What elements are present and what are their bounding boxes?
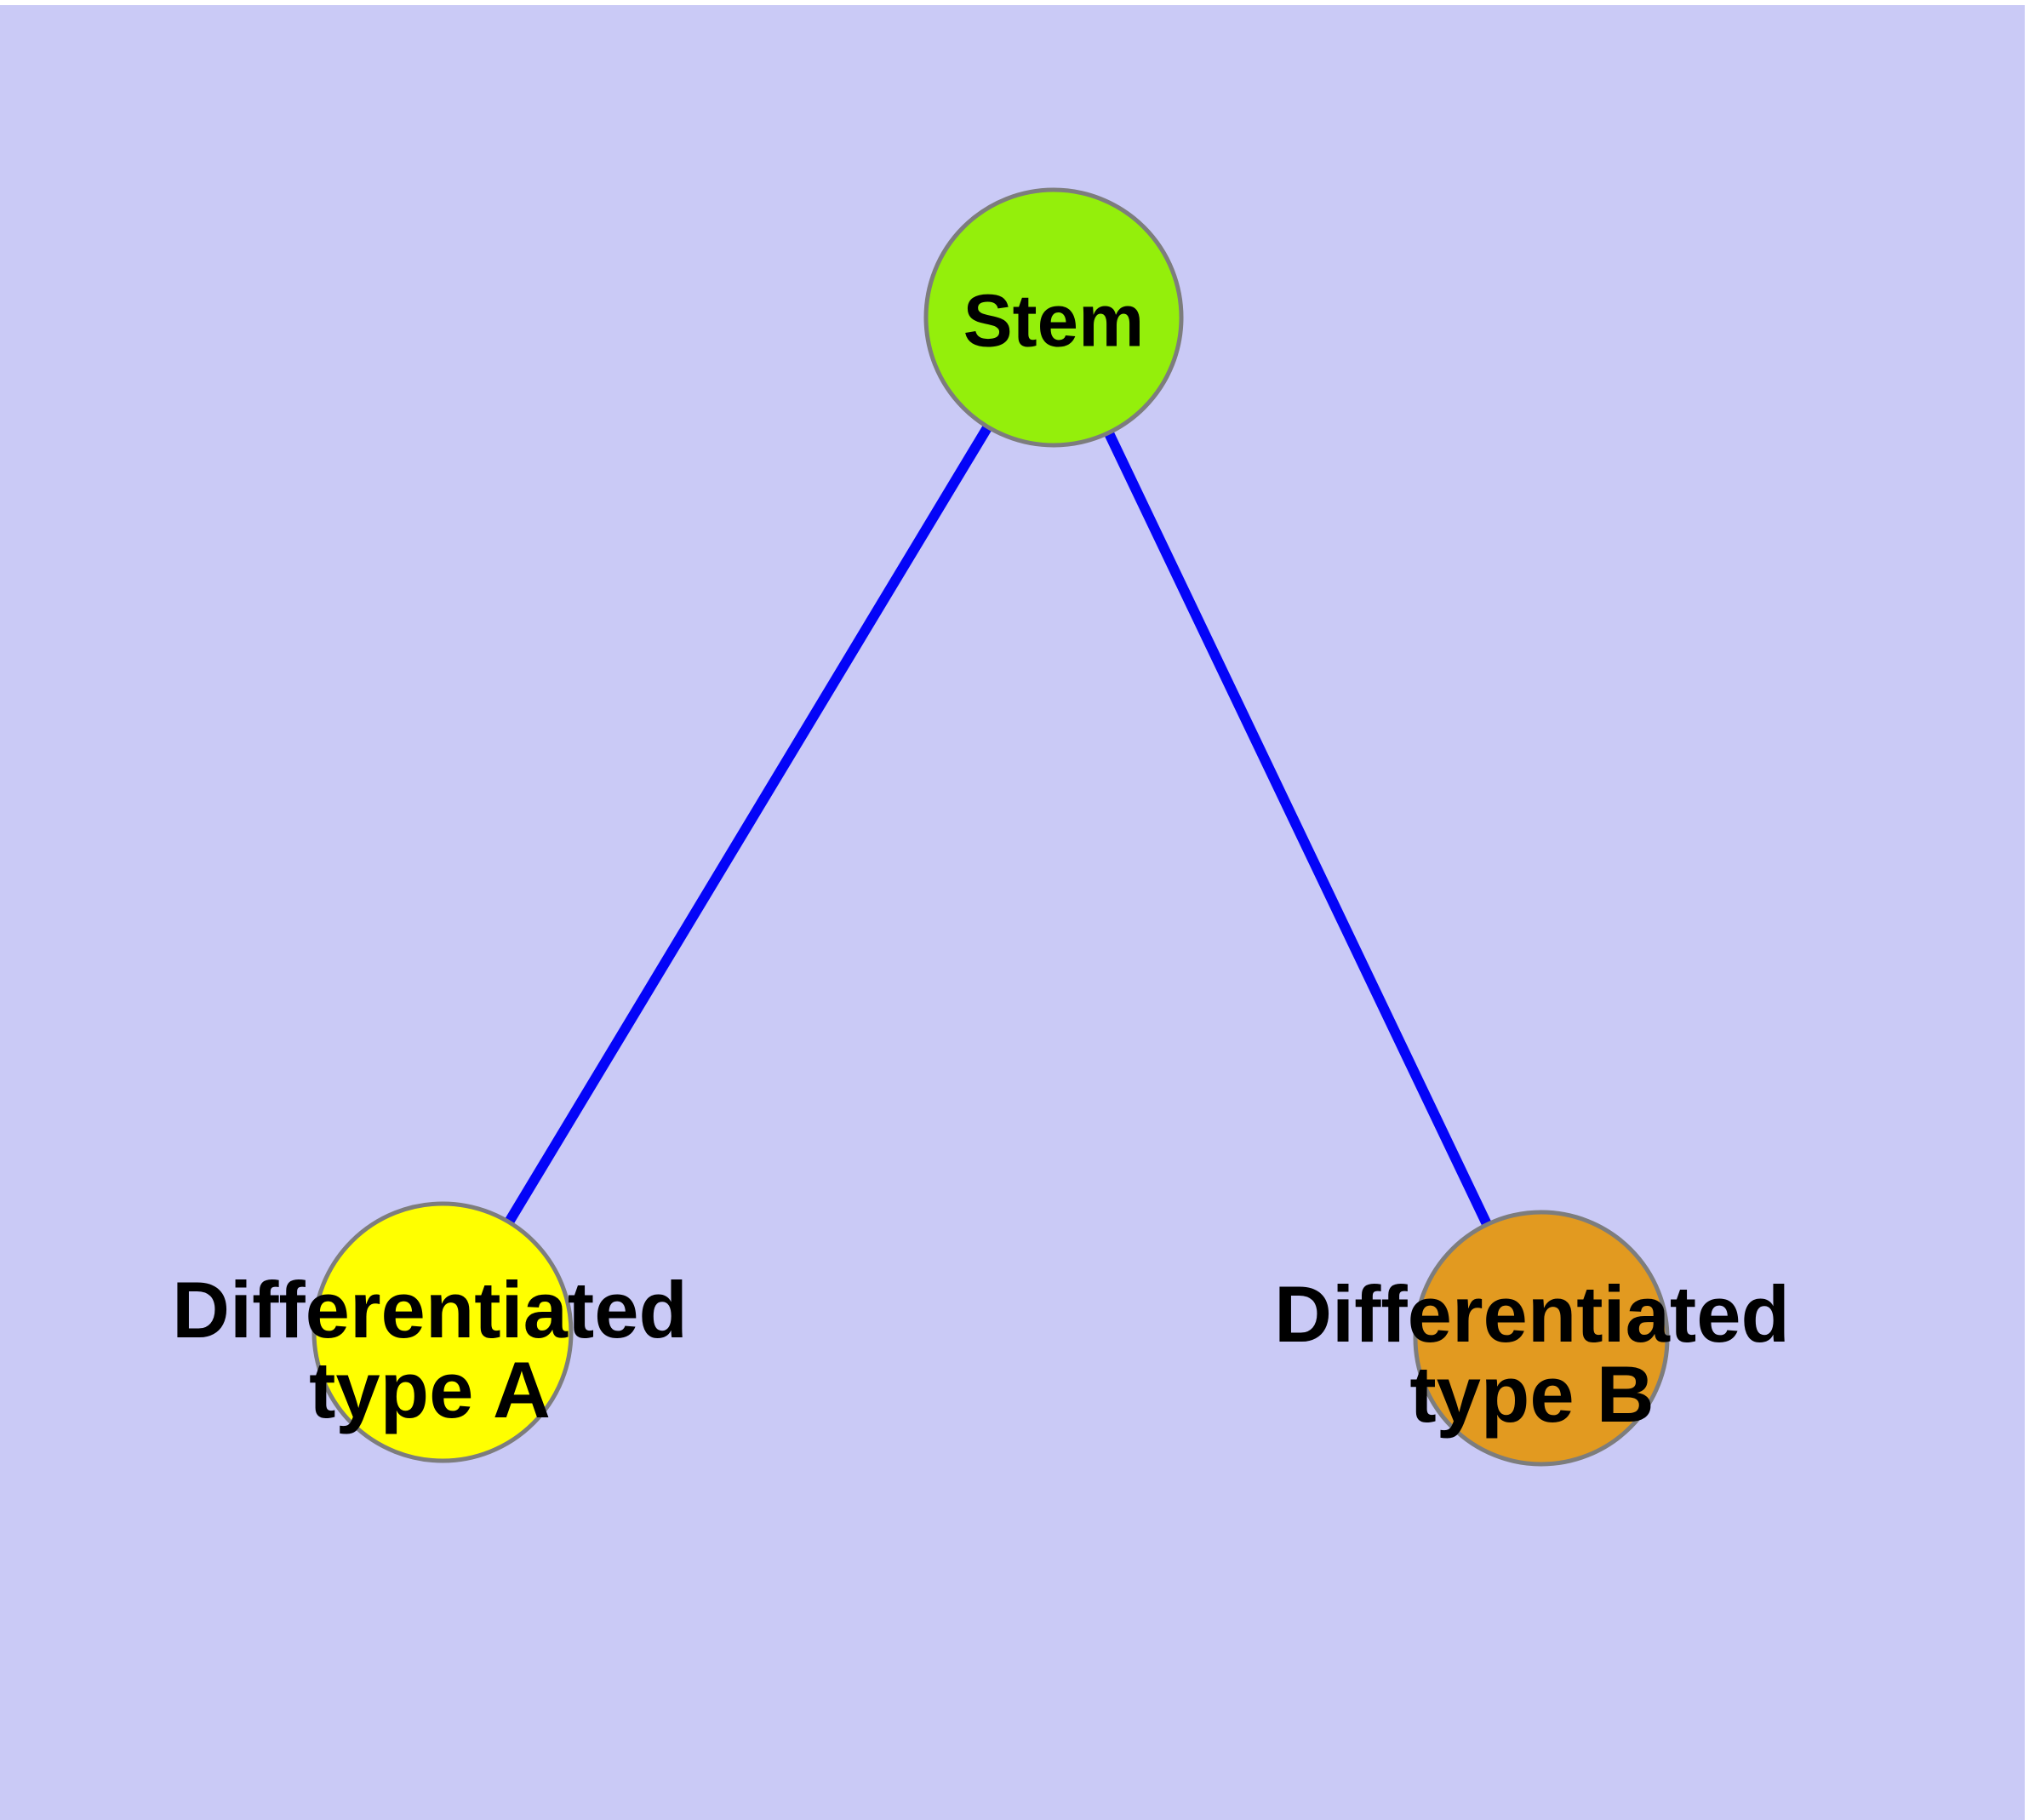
edge-stem-to-type-b bbox=[1049, 315, 1546, 1341]
node-type-a-circle bbox=[311, 1201, 574, 1463]
edge-stem-to-type-a bbox=[437, 314, 1059, 1336]
node-type-a-label: Differentiated type A bbox=[172, 1265, 688, 1434]
node-type-b-label: Differentiated type B bbox=[1274, 1269, 1790, 1439]
node-stem-label: Stem bbox=[963, 279, 1145, 363]
node-stem-circle bbox=[923, 187, 1184, 448]
node-type-b-circle bbox=[1413, 1210, 1670, 1467]
